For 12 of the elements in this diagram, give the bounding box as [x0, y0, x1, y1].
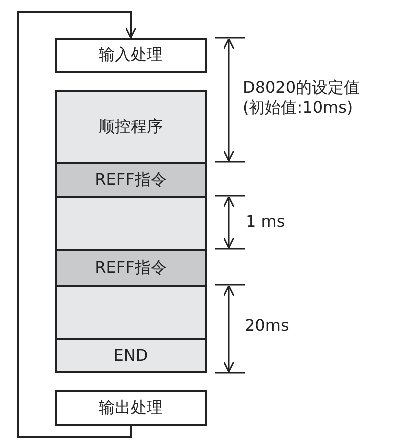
process-box: REFF指令 [55, 249, 207, 285]
dimension-label: 20ms [245, 316, 290, 336]
loop-arrow [17, 11, 137, 438]
process-box: 输出处理 [55, 390, 207, 426]
blank-segment [55, 285, 207, 338]
blank-segment [55, 196, 207, 249]
process-box: REFF指令 [55, 162, 207, 196]
process-box: 顺控程序 [55, 90, 207, 162]
dimension-label: D8020的设定值 (初始值:10ms) [243, 78, 360, 118]
process-box: END [55, 338, 207, 373]
dimension-label: 1 ms [246, 212, 286, 232]
process-box: 输入处理 [55, 38, 207, 73]
